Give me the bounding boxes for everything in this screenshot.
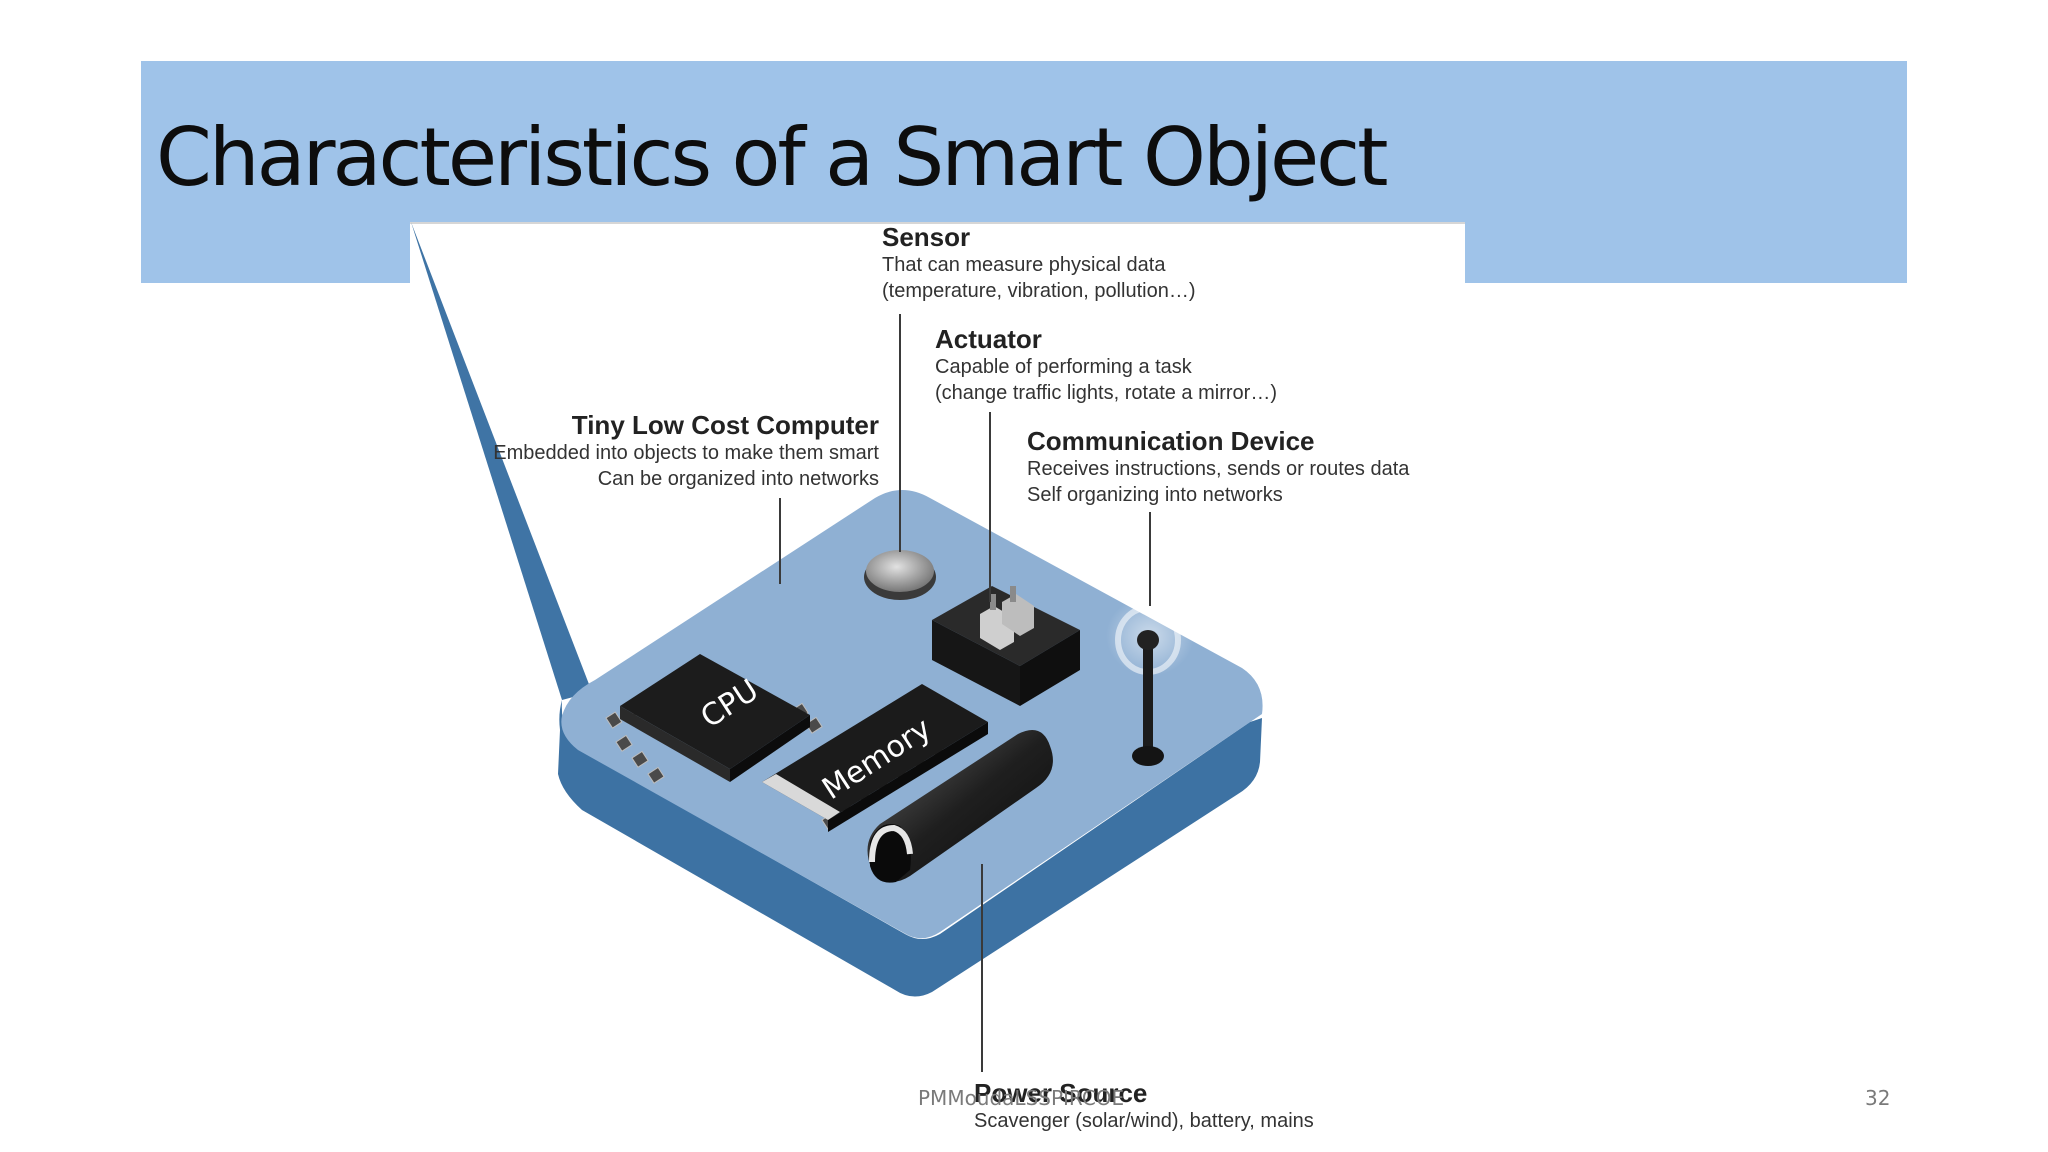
communication-description-1: Receives instructions, sends or routes d… — [1027, 458, 1410, 480]
slide-footer: PMMoudaLSSPIRCOE — [918, 1086, 1125, 1110]
diagram-artwork: CPU Memory — [410, 222, 1465, 1072]
communication-description-2: Self organizing into networks — [1027, 484, 1283, 506]
power-description-1: Scavenger (solar/wind), battery, mains — [974, 1110, 1314, 1132]
sensor-label: Sensor That can measure physical data (t… — [882, 222, 1195, 304]
actuator-heading: Actuator — [935, 324, 1042, 354]
actuator-component — [932, 586, 1080, 706]
smart-object-diagram: CPU Memory Sensor That can measure physi… — [410, 222, 1465, 1152]
communication-label: Communication Device Receives instructio… — [1027, 426, 1409, 508]
sensor-heading: Sensor — [882, 222, 971, 252]
board-side — [411, 222, 592, 700]
board-side-front — [558, 700, 1262, 997]
computer-description-2: Can be organized into networks — [597, 468, 879, 490]
actuator-description-2: (change traffic lights, rotate a mirror…… — [935, 382, 1277, 404]
battery-component — [867, 730, 1053, 883]
computer-label: Tiny Low Cost Computer Embedded into obj… — [493, 410, 879, 492]
memory-chip — [762, 684, 988, 832]
actuator-description-1: Capable of performing a task — [935, 356, 1192, 378]
computer-heading: Tiny Low Cost Computer — [571, 410, 879, 440]
slide-title: Characteristics of a Smart Object — [156, 111, 1389, 204]
sensor-component — [864, 550, 936, 600]
antenna-component — [1106, 596, 1194, 766]
sensor-description-2: (temperature, vibration, pollution…) — [882, 280, 1196, 302]
cpu-chip — [605, 654, 823, 784]
communication-heading: Communication Device — [1027, 426, 1315, 456]
sensor-description-1: That can measure physical data — [882, 254, 1166, 276]
power-heading: Power Source — [974, 1078, 1148, 1108]
page-number: 32 — [1865, 1086, 1891, 1110]
computer-description-1: Embedded into objects to make them smart — [493, 442, 879, 464]
actuator-label: Actuator Capable of performing a task (c… — [935, 324, 1277, 406]
power-label: Power Source Scavenger (solar/wind), bat… — [974, 1078, 1314, 1134]
